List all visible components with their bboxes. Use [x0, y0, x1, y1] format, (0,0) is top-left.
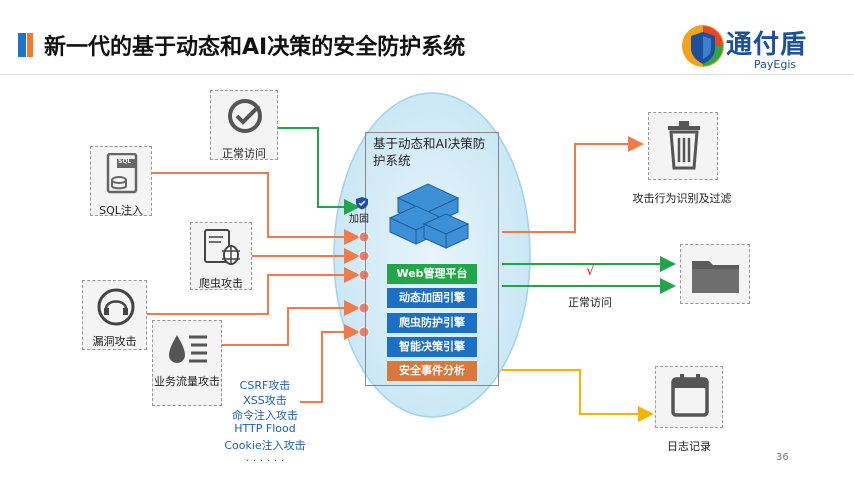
sql-tag: SQL — [118, 158, 132, 165]
vuln-attack-box — [82, 280, 147, 350]
attack-list-item: Cookie注入攻击 — [224, 439, 306, 452]
firewall-icon — [388, 183, 470, 249]
attack-list-ellipsis: · · · · · · — [245, 454, 285, 467]
title-accent-blue — [18, 33, 26, 57]
normal-access-label: 正常访问 — [222, 147, 266, 160]
module-event-analysis: 安全事件分析 — [387, 361, 477, 381]
sql-document-icon — [106, 153, 138, 194]
logo-subtitle: PayEgis — [754, 58, 797, 71]
vuln-attack-label: 漏洞攻击 — [92, 335, 137, 348]
core-system-panel — [365, 132, 499, 386]
folder-icon — [692, 261, 739, 293]
filter-output-box — [648, 112, 718, 180]
folder-output-box — [680, 244, 750, 304]
shield-logo-icon — [682, 25, 724, 67]
log-output-label: 日志记录 — [667, 440, 711, 453]
crawler-attack-label: 爬虫攻击 — [199, 277, 243, 290]
check-circle-icon — [228, 99, 262, 133]
attack-list-item: HTTP Flood — [234, 422, 296, 435]
trash-icon — [668, 121, 700, 170]
sql-injection-label: SQL注入 — [99, 204, 143, 217]
attack-list-item: CSRF攻击 — [239, 379, 291, 392]
headset-icon — [97, 288, 135, 326]
business-traffic-label: 业务流量攻击 — [154, 375, 220, 388]
module-dynamic-engine: 动态加固引擎 — [387, 288, 477, 308]
module-web-platform: Web管理平台 — [387, 264, 477, 284]
bug-document-icon — [204, 229, 240, 265]
normal-access-box — [210, 90, 278, 160]
log-output-box — [655, 366, 723, 428]
page-title: 新一代的基于动态和AI决策的安全防护系统 — [44, 35, 466, 60]
normal-access-output-label: 正常访问 — [568, 296, 612, 309]
sql-injection-box: SQL — [90, 146, 152, 216]
module-ai-engine: 智能决策引擎 — [387, 337, 477, 357]
check-mark: √ — [586, 263, 595, 279]
page-number: 36 — [776, 452, 789, 463]
filter-output-label: 攻击行为识别及过滤 — [632, 192, 732, 205]
title-divider — [0, 74, 854, 75]
module-crawler-engine: 爬虫防护引擎 — [387, 313, 477, 333]
core-title: 基于动态和AI决策防护系统 — [373, 136, 486, 168]
reinforce-label: 加固 — [349, 214, 369, 225]
business-traffic-box — [152, 320, 222, 406]
logo-name: 通付盾 — [726, 30, 808, 60]
reinforce-shield-icon — [356, 197, 368, 210]
crawler-attack-box — [190, 222, 252, 290]
traffic-list-icon — [169, 335, 207, 363]
title-accent-orange — [27, 33, 33, 57]
attack-list-item: XSS攻击 — [243, 394, 287, 407]
calendar-icon — [671, 374, 709, 417]
attack-list-item: 命令注入攻击 — [232, 409, 298, 422]
